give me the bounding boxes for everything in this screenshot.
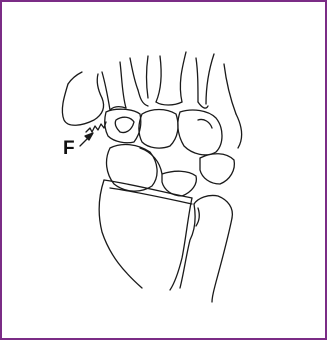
fracture-marker-label: F xyxy=(63,139,75,158)
forearm-bones xyxy=(86,122,232,302)
fracture-arrow xyxy=(80,133,93,146)
fracture-line xyxy=(86,122,106,132)
metacarpals xyxy=(62,52,241,148)
